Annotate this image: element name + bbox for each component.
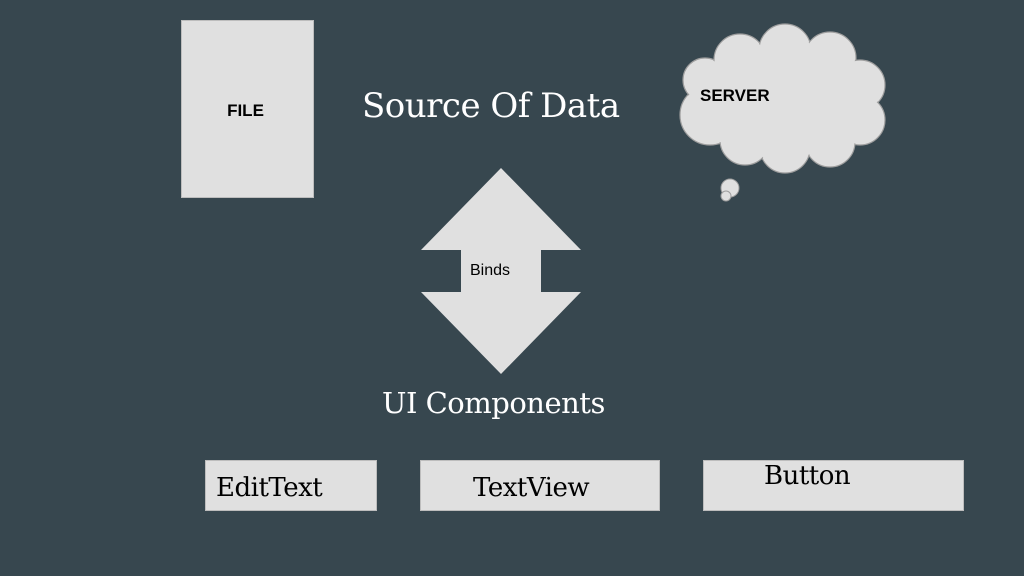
cloud-icon: [679, 23, 886, 202]
double-arrow-icon: [421, 168, 581, 374]
source-of-data-title: Source Of Data: [362, 86, 620, 126]
server-label: SERVER: [700, 86, 770, 105]
binds-label: Binds: [470, 262, 511, 279]
ui-components-title: UI Components: [382, 386, 605, 420]
edittext-box: EditText: [205, 460, 377, 511]
file-label: FILE: [227, 101, 264, 120]
textview-box: TextView: [420, 460, 660, 511]
button-box: Button: [703, 460, 964, 511]
file-shape: FILE: [181, 20, 314, 198]
